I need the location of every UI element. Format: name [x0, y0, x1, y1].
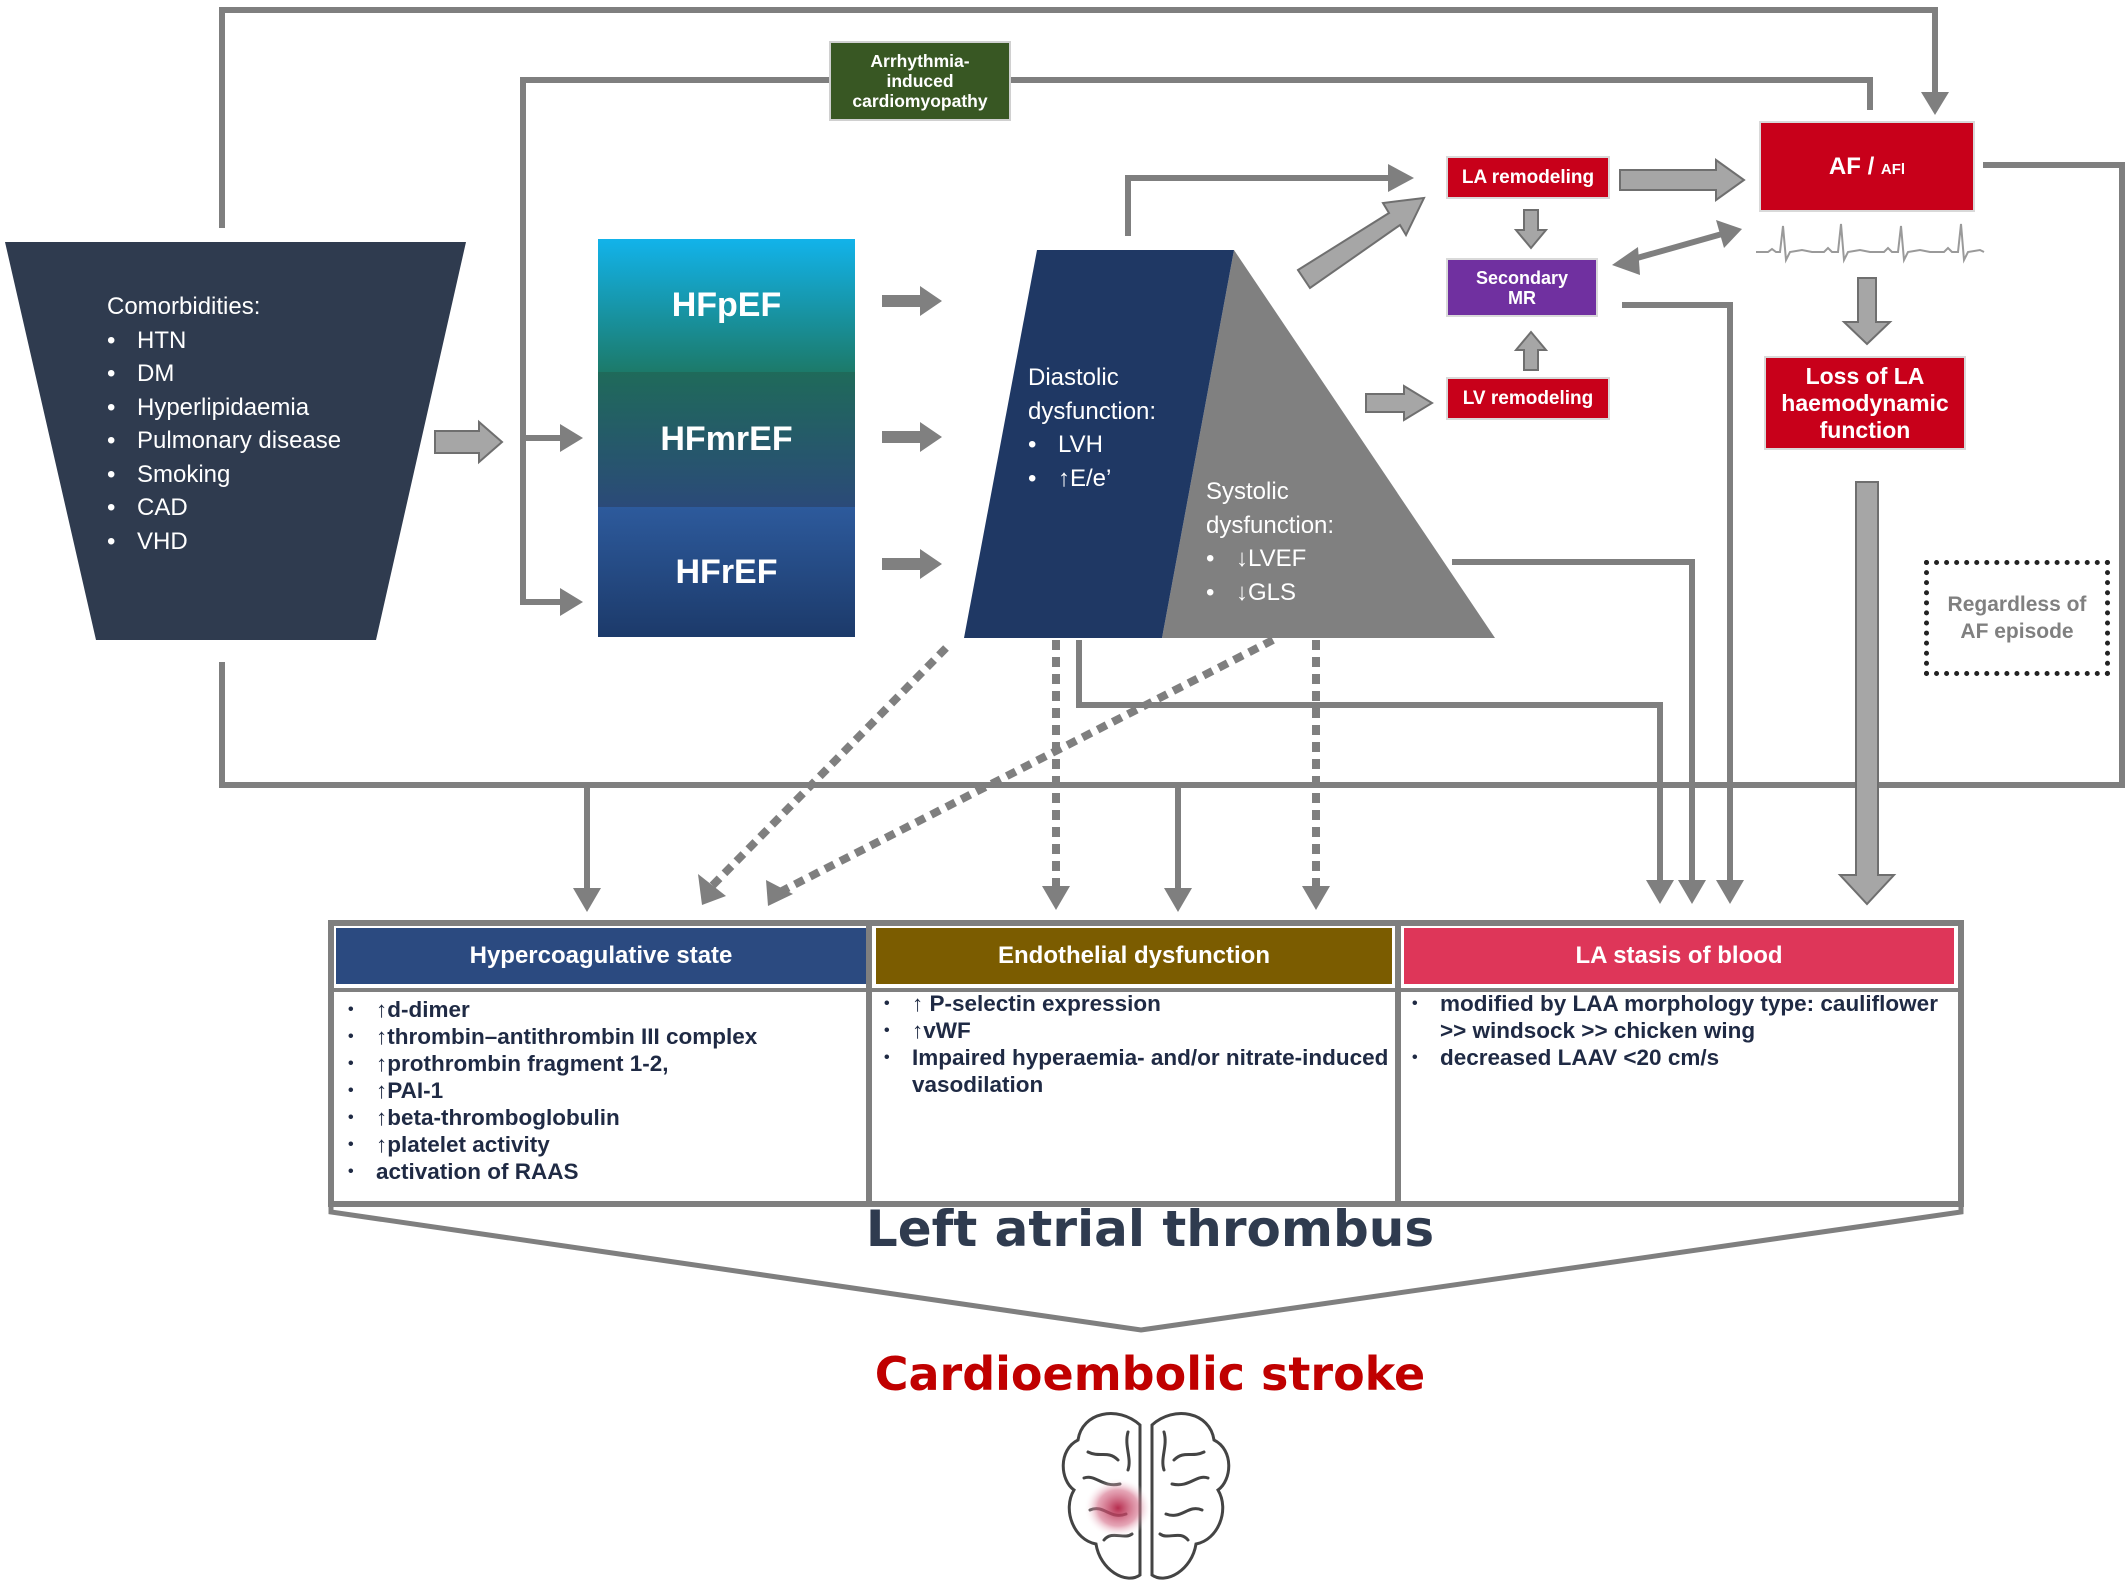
column-item: ↑thrombin–antithrombin III complex — [340, 1023, 865, 1050]
dotted-connectors — [709, 636, 1320, 896]
column-header-label: LA stasis of blood — [1575, 942, 1783, 969]
column-item: activation of RAAS — [340, 1158, 865, 1185]
comorbidities-list: HTNDMHyperlipidaemiaPulmonary diseaseSmo… — [107, 324, 427, 559]
comorbidity-item: Hyperlipidaemia — [107, 391, 427, 425]
comorbidities-title: Comorbidities: — [107, 293, 261, 320]
diastolic-item: ↑E/e’ — [1028, 462, 1218, 496]
comorbidity-item: Pulmonary disease — [107, 424, 427, 458]
column-body-la-stasis: modified by LAA morphology type: caulifl… — [1404, 990, 1954, 1071]
af-box: AF / AFl — [1759, 121, 1975, 212]
comorbidities-text: Comorbidities: HTNDMHyperlipidaemiaPulmo… — [107, 290, 427, 558]
arrhythmia-label: Arrhythmia-induced cardiomyopathy — [852, 51, 988, 111]
ecg-trace — [1756, 223, 1985, 264]
diastolic-item: LVH — [1028, 428, 1218, 462]
column-header-hypercoagulative: Hypercoagulative state — [336, 928, 866, 984]
comorbidity-item: Smoking — [107, 458, 427, 492]
regardless-label: Regardless of AF episode — [1947, 593, 2087, 643]
systolic-text: Systolic dysfunction: ↓LVEF↓GLS — [1206, 475, 1386, 609]
block-arrows — [434, 158, 1897, 906]
hfref-block — [598, 507, 855, 637]
funnel — [328, 1202, 1964, 1333]
column-item: ↑vWF — [876, 1017, 1392, 1044]
lv-remodeling-box: LV remodeling — [1446, 377, 1610, 420]
column-item: ↑ P-selectin expression — [876, 990, 1392, 1017]
systolic-item: ↓GLS — [1206, 576, 1386, 610]
clot-icon — [1084, 1478, 1152, 1538]
hfmref-block — [598, 372, 855, 507]
secondary-mr-label: Secondary MR — [1475, 267, 1569, 308]
column-body-endothelial: ↑ P-selectin expression↑vWFImpaired hype… — [876, 990, 1392, 1098]
arrhythmia-box: Arrhythmia-induced cardiomyopathy — [829, 41, 1011, 121]
thrombus-label: Left atrial thrombus — [865, 1200, 1435, 1258]
stroke-label: Cardioembolic stroke — [874, 1347, 1426, 1401]
la-remodeling-box: LA remodeling — [1446, 156, 1610, 199]
column-item: decreased LAAV <20 cm/s — [1404, 1044, 1954, 1071]
arrow-heads — [560, 92, 1949, 912]
comorbidity-item: DM — [107, 357, 427, 391]
diastolic-list: LVH↑E/e’ — [1028, 428, 1218, 495]
loss-la-box: Loss of LA haemodynamic function — [1764, 356, 1966, 450]
column-header-label: Endothelial dysfunction — [997, 942, 1270, 969]
hfref-label: HFrEF — [675, 552, 778, 591]
hfpef-label: HFpEF — [671, 286, 782, 324]
column-body-hypercoagulative: ↑d-dimer↑thrombin–antithrombin III compl… — [340, 996, 865, 1185]
systolic-triangle — [1162, 250, 1495, 638]
comorbidity-item: CAD — [107, 491, 427, 525]
column-header-la-stasis: LA stasis of blood — [1404, 928, 1954, 984]
column-item: ↑d-dimer — [340, 996, 865, 1023]
hf-arrows — [882, 286, 942, 579]
la-remodeling-label: LA remodeling — [1461, 166, 1595, 188]
loss-la-label: Loss of LA haemodynamic function — [1781, 362, 1949, 443]
column-item: ↑beta-thromboglobulin — [340, 1104, 865, 1131]
secondary-mr-box: Secondary MR — [1446, 258, 1598, 317]
regardless-box: Regardless of AF episode — [1924, 560, 2110, 676]
diastolic-title: Diastolic dysfunction: — [1028, 364, 1157, 425]
column-item: ↑PAI-1 — [340, 1077, 865, 1104]
column-item: ↑prothrombin fragment 1-2, — [340, 1050, 865, 1077]
solid-connectors — [219, 7, 2125, 890]
table-frame — [328, 920, 1964, 1207]
column-header-label: Hypercoagulative state — [469, 942, 733, 969]
comorbidity-item: VHD — [107, 525, 427, 559]
hfpef-block — [598, 239, 855, 372]
column-header-endothelial: Endothelial dysfunction — [876, 928, 1392, 984]
systolic-list: ↓LVEF↓GLS — [1206, 542, 1386, 609]
af-label: AF / — [1828, 152, 1875, 180]
column-item: Impaired hyperaemia- and/or nitrate-indu… — [876, 1044, 1392, 1098]
afl-label: AFl — [1880, 161, 1906, 178]
hfmref-label: HFmrEF — [660, 420, 793, 458]
diastolic-text: Diastolic dysfunction: LVH↑E/e’ — [1028, 361, 1218, 495]
comorbidity-item: HTN — [107, 324, 427, 358]
column-item: modified by LAA morphology type: caulifl… — [1404, 990, 1954, 1044]
lv-remodeling-label: LV remodeling — [1462, 387, 1594, 409]
systolic-item: ↓LVEF — [1206, 542, 1386, 576]
column-item: ↑platelet activity — [340, 1131, 865, 1158]
systolic-title: Systolic dysfunction: — [1206, 478, 1335, 539]
